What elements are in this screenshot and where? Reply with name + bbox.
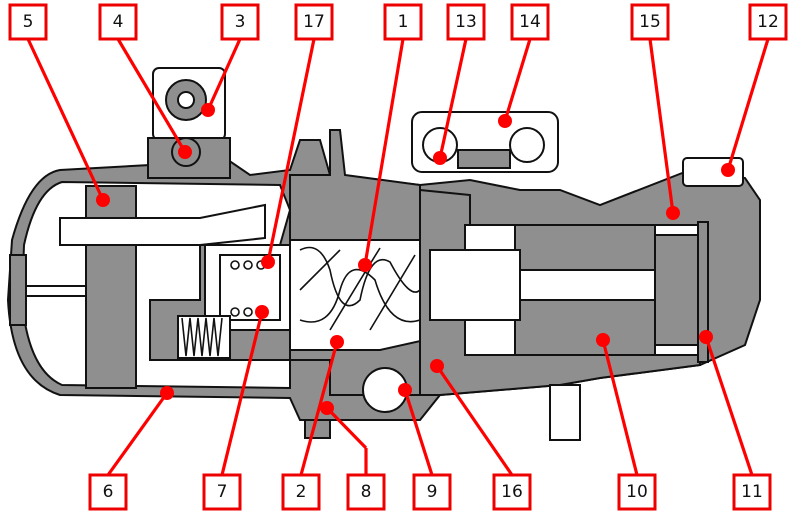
callout-16: 16 (492, 473, 532, 511)
callout-label: 9 (427, 482, 438, 502)
callout-label: 15 (639, 12, 661, 32)
callout-label: 8 (361, 482, 372, 502)
callout-11: 11 (732, 473, 772, 511)
callout-labels: 5 4 3 17 1 13 14 15 12 6 7 2 8 9 16 10 1… (8, 3, 788, 511)
callout-label: 1 (398, 12, 409, 32)
callout-12: 12 (748, 3, 788, 41)
callout-label: 3 (235, 12, 246, 32)
callout-6: 6 (88, 473, 128, 511)
callout-label: 4 (113, 12, 124, 32)
callout-14: 14 (510, 3, 550, 41)
callout-13: 13 (446, 3, 486, 41)
callout-9: 9 (412, 473, 452, 511)
callout-label: 11 (741, 482, 763, 502)
callout-3: 3 (220, 3, 260, 41)
callout-label: 10 (626, 482, 648, 502)
callout-label: 13 (455, 12, 477, 32)
compressor-body (6, 67, 761, 441)
callout-label: 7 (217, 482, 228, 502)
callout-8: 8 (346, 473, 386, 511)
callout-label: 2 (296, 482, 307, 502)
callout-lines (26, 38, 770, 476)
callout-1: 1 (383, 3, 423, 41)
callout-label: 12 (757, 12, 779, 32)
callout-10: 10 (617, 473, 657, 511)
callout-5: 5 (8, 3, 48, 41)
callout-label: 16 (501, 482, 523, 502)
callout-4: 4 (98, 3, 138, 41)
callout-17: 17 (294, 3, 334, 41)
callout-label: 17 (303, 12, 325, 32)
callout-label: 5 (23, 12, 34, 32)
callout-2: 2 (281, 473, 321, 511)
callout-label: 14 (519, 12, 541, 32)
callout-label: 6 (103, 482, 114, 502)
callout-7: 7 (202, 473, 242, 511)
callout-15: 15 (630, 3, 670, 41)
